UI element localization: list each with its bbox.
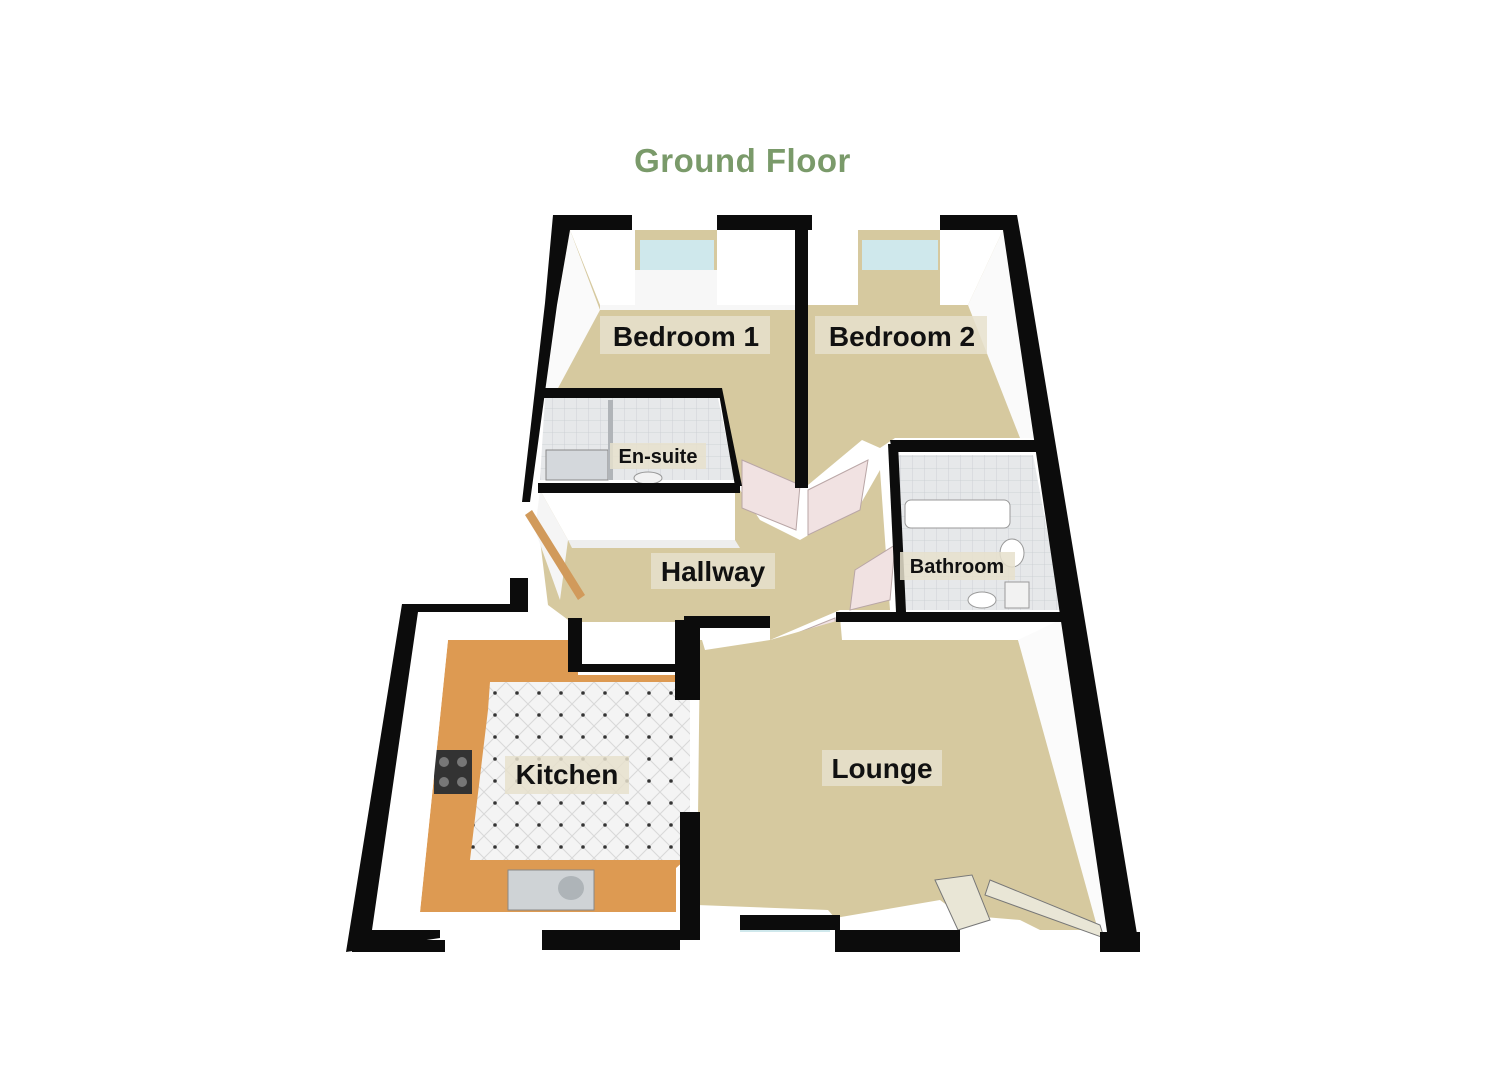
hob-icon [434,750,472,794]
window-icon [862,240,938,270]
walls [346,215,1140,952]
hallway-label: Hallway [661,556,766,587]
en-suite-room [540,398,735,485]
labels: Bedroom 1 Bedroom 2 En-suite Hallway Bat… [505,316,1015,794]
bedroom-1-label: Bedroom 1 [613,321,759,352]
bedroom-1-room [545,230,795,485]
bedroom-2-label: Bedroom 2 [829,321,975,352]
lounge-label: Lounge [831,753,932,784]
en-suite-label: En-suite [619,446,698,468]
bedroom-2-room [808,230,1038,485]
bathroom-label: Bathroom [910,556,1004,578]
floor-title: Ground Floor [634,142,851,179]
door-icon [934,874,991,931]
bathroom-room [895,455,1062,610]
window-icon [640,240,714,270]
kitchen-label: Kitchen [516,759,619,790]
